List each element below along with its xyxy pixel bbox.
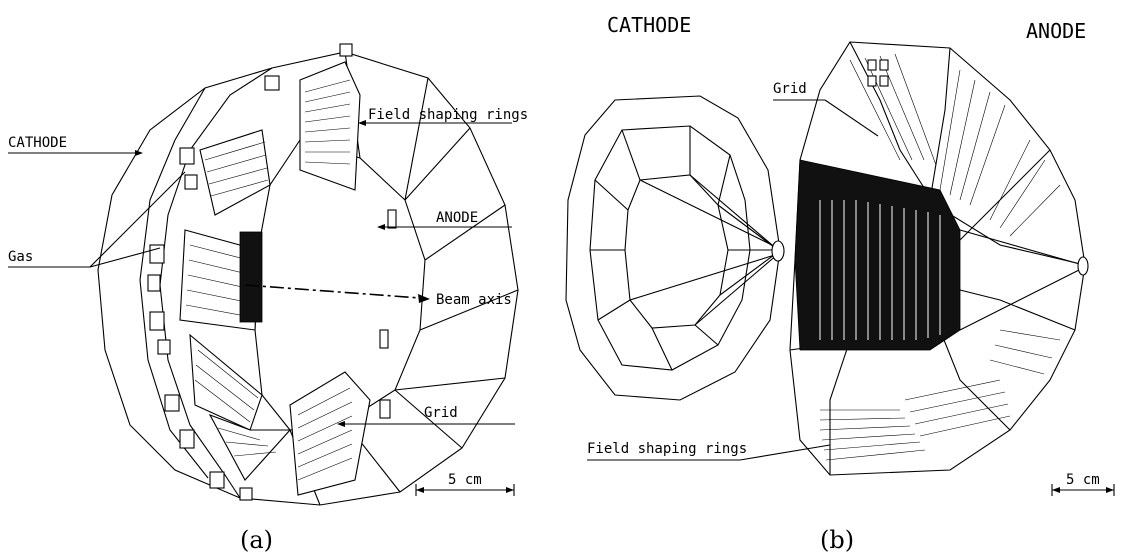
beam-axis-line (244, 284, 421, 299)
anode-upper-hatching (849, 53, 1061, 237)
scale-bar-a: 5 cm (415, 472, 515, 496)
chamber-ring-drawing (97, 43, 519, 506)
anode-wire-planes (819, 200, 941, 340)
label-field-shaping-rings-a: Field shaping rings (368, 107, 528, 123)
caption-b: (b) (820, 526, 854, 554)
panel-a: Field shaping rings CATHODE ANODE Gas Be… (8, 43, 528, 554)
panel-b: CATHODE ANODE Grid Field shaping rings 5… (565, 13, 1115, 554)
caption-a: (a) (240, 526, 273, 554)
label-cathode-b: CATHODE (607, 13, 691, 37)
label-gas-a: Gas (8, 249, 33, 265)
scale-bar-b: 5 cm (1051, 472, 1115, 496)
grid-lower (297, 387, 353, 481)
label-grid-a: Grid (424, 405, 458, 421)
cathode-bowl-drawing (565, 95, 785, 401)
label-field-shaping-rings-b: Field shaping rings (587, 441, 747, 457)
label-cathode-a: CATHODE (8, 135, 67, 151)
field-rings-upper (304, 79, 351, 165)
label-grid-b: Grid (773, 81, 807, 97)
label-anode-b: ANODE (1026, 19, 1086, 43)
anode-bowl-drawing (789, 41, 1089, 476)
label-scale-b: 5 cm (1066, 472, 1100, 488)
anode-lower-hatching (819, 329, 1061, 461)
label-scale-a: 5 cm (448, 472, 482, 488)
label-beam-axis-a: Beam axis (436, 292, 512, 308)
label-anode-a: ANODE (436, 210, 478, 226)
hatched-sectors (179, 129, 292, 481)
rim-fittings (147, 43, 397, 501)
